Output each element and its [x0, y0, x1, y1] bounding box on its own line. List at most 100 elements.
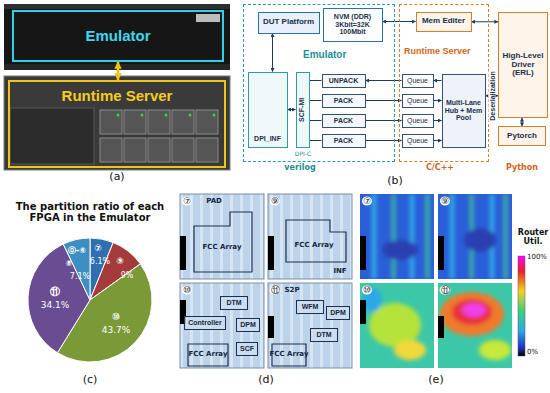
module-block: DPM	[236, 318, 260, 332]
router-heatmap	[362, 194, 511, 360]
process-box: DUT Platform	[258, 12, 320, 34]
node-text: High-Level Driver (ERL)	[500, 52, 546, 78]
router-heatmap	[410, 194, 414, 279]
region-name: INF	[333, 268, 346, 276]
process-box: Mem Editer	[416, 12, 472, 32]
router-heatmap	[452, 299, 492, 325]
module-block: DPM	[326, 306, 350, 320]
region-name: FCC Array	[203, 244, 242, 252]
slice-label: ⑪	[50, 286, 60, 297]
connector-arrow	[434, 80, 442, 81]
fpga-floorplan	[188, 344, 228, 366]
connector-arrow	[434, 120, 442, 121]
router-heatmap	[394, 340, 426, 360]
connector-arrow	[434, 140, 442, 141]
colorbar-title: Router Util.	[517, 229, 549, 247]
fpga-floorplan	[180, 283, 264, 368]
device-frame: Emulator	[12, 10, 224, 62]
fpga-floorplan	[188, 212, 346, 366]
server-photo	[4, 76, 230, 170]
fpga-number: ⑩	[182, 286, 192, 295]
node-text: Emulator	[85, 28, 150, 45]
color-bar	[518, 256, 525, 356]
fpga-number: ⑨	[270, 197, 280, 206]
driver-box: High-Level Driver (ERL)	[498, 12, 548, 118]
router-heatmap	[372, 194, 376, 279]
slice-label: ⑨	[116, 257, 124, 267]
fpga-number: ⑪	[270, 286, 281, 295]
interface-box: DPI_INF	[248, 72, 288, 148]
server-photo	[117, 114, 120, 117]
router-heatmap	[464, 228, 496, 252]
server-photo	[141, 114, 144, 117]
region-name: FCC Array	[270, 351, 309, 359]
pie-chart	[28, 238, 152, 362]
router-heatmap	[360, 194, 512, 368]
fpga-floorplan	[268, 194, 352, 279]
router-heatmap	[392, 194, 395, 279]
server-photo	[100, 138, 122, 162]
router-heatmap	[360, 283, 512, 368]
node-text: Controller	[188, 319, 221, 327]
queue-box: Queue	[402, 134, 434, 148]
connector-arrow	[366, 120, 402, 121]
region-box: EmulatorDUT PlatformNVM (DDR) 3Kbit=32K …	[243, 4, 395, 162]
panel-label: (b)	[387, 175, 403, 187]
server-photo	[4, 76, 230, 170]
node-text: DUT Platform	[263, 18, 314, 27]
server-photo	[148, 110, 170, 134]
connector-arrow	[288, 109, 296, 110]
emulator-photo	[4, 4, 230, 70]
node-text: DTM	[226, 299, 241, 307]
panel-label: (e)	[428, 374, 443, 386]
panel-label: (c)	[83, 374, 98, 386]
node-text: DPI_INF	[254, 135, 281, 143]
region-box: Runtime ServerMem EditerQueueQueueQueueQ…	[399, 4, 489, 162]
connector-arrow	[310, 100, 322, 101]
connector-arrow	[366, 140, 402, 141]
node-text: Queue	[407, 117, 428, 125]
connector-arrow	[310, 140, 322, 141]
fpga-floorplan	[268, 236, 274, 270]
server-photo	[196, 138, 218, 162]
module-block: SCF	[236, 342, 258, 356]
server-photo	[165, 114, 168, 117]
node-text: PACK	[334, 117, 353, 125]
language-label: Python	[506, 164, 538, 173]
language-label: verilog	[284, 164, 315, 173]
pack-box: UNPACK	[322, 74, 366, 88]
fpga-floorplan	[180, 194, 352, 368]
node-text: SCF	[240, 345, 254, 353]
node-text: Pytorch	[507, 132, 537, 141]
pie-chart	[63, 238, 90, 300]
router-heatmap	[382, 240, 418, 260]
pack-box: PACK	[322, 114, 366, 128]
pack-box: PACK	[322, 94, 366, 108]
node-text: PACK	[334, 137, 353, 145]
memory-box: NVM (DDR) 3Kbit=32K 100Mbit	[323, 8, 383, 42]
router-heatmap	[479, 340, 511, 360]
panel-label: (a)	[109, 171, 124, 183]
server-photo	[124, 110, 146, 134]
slice-label: ⑩	[112, 311, 120, 322]
colorbar-tick: 0%	[527, 349, 538, 357]
router-heatmap	[438, 236, 444, 270]
router-heatmap	[426, 194, 429, 279]
queue-box: Queue	[402, 74, 434, 88]
router-heatmap	[438, 316, 444, 338]
fpga-number: ⑦	[182, 197, 192, 206]
interface-box: SCF-MI	[296, 72, 310, 148]
region-name: FCC Array	[189, 351, 228, 359]
region-name: S2P	[284, 287, 299, 295]
server-photo	[172, 110, 194, 134]
router-heatmap	[440, 292, 504, 336]
slice-value: 9%	[121, 272, 134, 281]
device-frame: Runtime Server	[8, 80, 226, 168]
router-heatmap	[504, 194, 507, 279]
server-photo	[189, 114, 192, 117]
fpga-number: ⑦	[362, 197, 372, 206]
node-text: DTM	[316, 331, 331, 339]
fpga-floorplan	[268, 316, 274, 338]
fpga-number: ⑪	[440, 286, 451, 295]
server-photo	[10, 108, 94, 164]
